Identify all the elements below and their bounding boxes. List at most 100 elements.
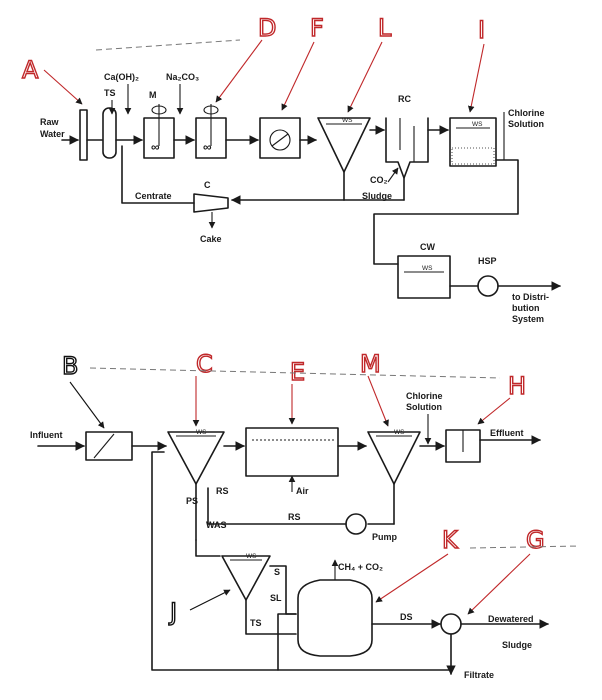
annotation-g-pointer [467, 553, 531, 615]
chlorine-label: Chlorine [508, 108, 545, 118]
s-label: S [274, 567, 280, 577]
ras-pump [345, 513, 367, 535]
supernatant-return [277, 613, 297, 671]
rc-label: RC [398, 94, 411, 104]
annotation-j: J [168, 598, 177, 626]
annotation-d-pointer [215, 39, 263, 103]
filter-media [451, 147, 495, 165]
flocculator-paddle [271, 133, 289, 147]
annotation-f-pointer [281, 41, 315, 111]
annotation-j-pointer [189, 589, 231, 611]
sludge-to-thickener [195, 539, 221, 557]
annotation-m-pointer [367, 375, 389, 427]
distribution-label: to Distri- [512, 292, 549, 302]
chlorine-label: Chlorine [406, 391, 443, 401]
centrate-return [121, 145, 195, 204]
aeration-tank [245, 427, 339, 477]
impeller-icon: ∞ [203, 140, 212, 154]
clearwell [397, 255, 451, 299]
clearwell-label: CW [420, 242, 435, 252]
annotation-b: B [62, 352, 78, 380]
annotation-k-pointer [375, 553, 449, 603]
annotation-l: L [378, 14, 392, 42]
bar-screen [79, 109, 88, 161]
wastewater-treatment-flowsheet: Influent WS PS Air WS Chlorine Solution … [30, 391, 549, 680]
flocculation-tank [259, 117, 301, 159]
filter [449, 117, 497, 167]
top-dashed-guide [95, 39, 241, 51]
influent-label: Influent [30, 430, 63, 440]
annotation-m: M [360, 350, 381, 378]
mixer-motor-1 [151, 105, 167, 115]
annotation-i-pointer [467, 43, 485, 113]
co2-feed [387, 167, 399, 183]
cake-label: Cake [200, 234, 222, 244]
ts-label: TS [104, 88, 116, 98]
chlorine-label-2: Solution [508, 119, 544, 129]
recarbonation-basin [385, 117, 429, 179]
anaerobic-digester [297, 579, 373, 657]
ts-vessel [102, 107, 117, 159]
dewatering-unit [440, 613, 462, 635]
dewatered-label: Dewatered [488, 614, 534, 624]
annotation-g: G [526, 526, 545, 554]
annotation-a-pointer [43, 69, 83, 105]
lime-label: Ca(OH)₂ [104, 72, 139, 82]
lower-dashed-guide [469, 545, 581, 549]
annotation-k: K [442, 526, 459, 554]
hsp-label: HSP [478, 256, 497, 266]
water-surface-label: WS [342, 117, 353, 124]
recycle-return [151, 451, 452, 671]
annotation-a: A [22, 56, 39, 84]
water-treatment-flowsheet: Raw Water TS Ca(OH)₂ Na₂CO₃ M ∞ ∞ [40, 72, 561, 324]
sedimentation-basin [317, 117, 371, 173]
ps-label: PS [186, 496, 198, 506]
screen-diagonal [93, 433, 115, 459]
sludge-label: Sludge [362, 191, 392, 201]
annotations: A D F L I B C E M H J K [21, 13, 581, 627]
primary-ws-label: WS [196, 429, 207, 436]
annotation-e: E [290, 358, 305, 386]
raw-water-label: Raw [40, 117, 60, 127]
secondary-ws-label: WS [394, 429, 405, 436]
pump-label: Pump [372, 532, 398, 542]
primary-clarifier [167, 431, 225, 485]
rs-label-upper: RS [216, 486, 229, 496]
impeller-icon: ∞ [151, 140, 160, 154]
annotation-h: H [508, 372, 526, 400]
ds-label: DS [400, 612, 413, 622]
clearwell-ws-label: WS [422, 265, 433, 272]
distribution-label-3: System [512, 314, 544, 324]
high-service-pump [477, 275, 499, 297]
was-label: WAS [206, 520, 227, 530]
filter-ws-label: WS [472, 121, 483, 128]
annotation-f: F [310, 14, 324, 42]
sl-label: SL [270, 593, 282, 603]
filtrate-label: Filtrate [464, 670, 494, 680]
ts-label: TS [250, 618, 262, 628]
air-label: Air [296, 486, 309, 496]
mixer-label: M [149, 90, 157, 100]
sludge-thickener [221, 555, 271, 601]
annotation-i: I [478, 16, 485, 44]
annotation-d: D [258, 14, 276, 42]
rs-label: RS [288, 512, 301, 522]
soda-ash-label: Na₂CO₃ [166, 72, 199, 82]
centrifuge-label: C [204, 180, 211, 190]
mixer-motor-2 [203, 105, 219, 115]
mid-dashed-guide [89, 367, 501, 379]
thickener-ws-label: WS [246, 553, 257, 560]
chlorine-label-2: Solution [406, 402, 442, 412]
annotation-l-pointer [347, 41, 383, 113]
raw-water-label-2: Water [40, 129, 65, 139]
gas-label: CH₄ + CO₂ [338, 562, 383, 572]
annotation-b-pointer [69, 381, 105, 429]
centrifuge [193, 193, 229, 213]
co2-label: CO₂ [370, 175, 388, 185]
effluent-label: Effluent [490, 428, 524, 438]
secondary-clarifier [367, 431, 421, 485]
bar-screen [85, 431, 133, 461]
distribution-label-2: bution [512, 303, 540, 313]
dewatered-label-2: Sludge [502, 640, 532, 650]
